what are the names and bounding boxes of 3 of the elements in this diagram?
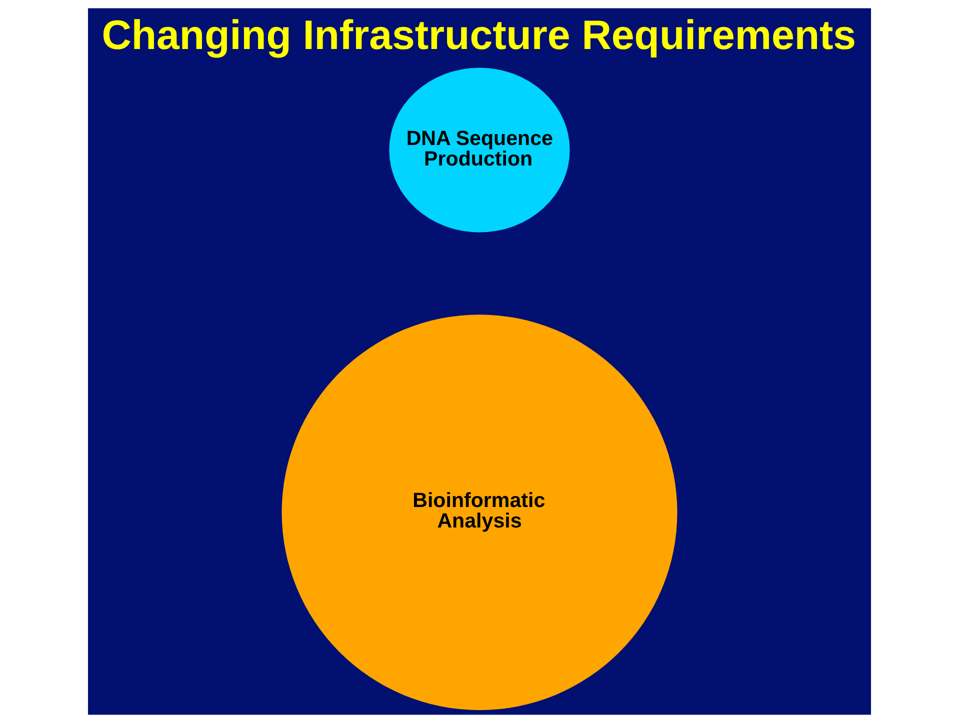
diagram-title: Changing Infrastructure Requirements [102,12,856,58]
node-circle: DNA Sequence Production [389,68,570,232]
node-circle: Bioinformatic Analysis [282,314,678,710]
